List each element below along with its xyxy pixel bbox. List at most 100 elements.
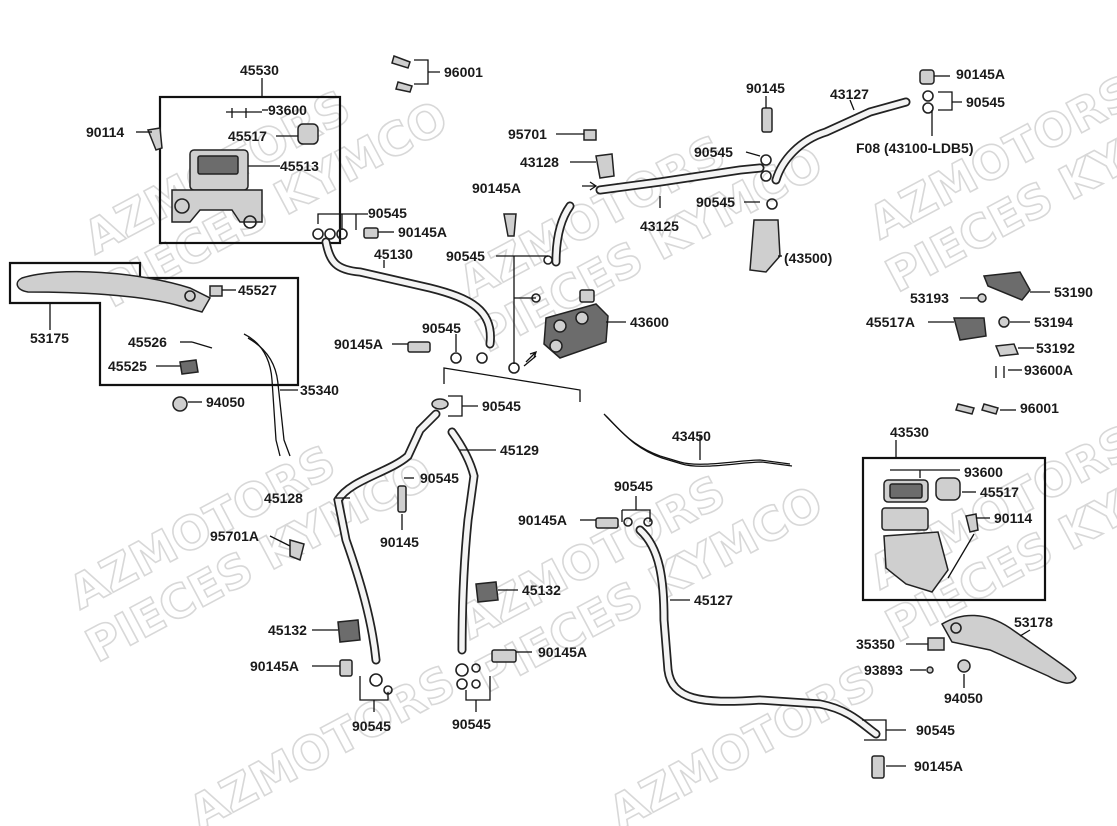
label-90545-f: 90545 [966,94,1005,110]
label-93893: 93893 [864,662,903,678]
label-45132-right: 45132 [522,582,561,598]
nut-94050-left [172,396,188,412]
label-45527: 45527 [238,282,277,298]
label-90545-b: 90545 [422,320,461,336]
label-90145A-b: 90145A [334,336,383,352]
lever-group-box-left [8,261,300,387]
bolt-90145A-top-right [919,69,935,85]
hose-43125 [595,163,765,195]
label-90145A-c: 90145A [472,180,521,196]
master-cylinder-group-box-left [158,95,342,245]
label-45517-left: 45517 [228,128,267,144]
bolt-90114-left [146,127,163,151]
hose-45127 [595,517,885,779]
washers-90545-upper-right [760,90,934,210]
label-45127: 45127 [694,592,733,608]
part-35350 [927,637,945,651]
label-90145A-a: 90145A [398,224,447,240]
label-45130: 45130 [374,246,413,262]
master-cylinder-group-box-right [861,456,1047,602]
label-95701: 95701 [508,126,547,142]
clamp-45132-left [337,619,361,643]
bracket-43128 [595,153,615,179]
part-53190 [982,271,1031,301]
washer-90545-near-45130 [450,352,462,364]
screws-93600-left [226,108,262,118]
label-90114-right: 90114 [994,510,1032,526]
bolt-90145A-lower-left [339,659,353,677]
bolt-90145-middle [397,485,407,513]
bolt-90145A-upper [503,213,517,237]
label-90545-l: 90545 [916,722,955,738]
label-35340: 35340 [300,382,339,398]
brake-lever-53178 [940,614,1077,684]
label-45517A: 45517A [866,314,915,330]
bolt-95701 [583,129,597,141]
label-45132-left: 45132 [268,622,307,638]
label-43600: 43600 [630,314,669,330]
label-43128: 43128 [520,154,559,170]
label-90545-g: 90545 [482,398,521,414]
bolt-95701A [289,539,305,562]
label-F08: F08 (43100-LDB5) [856,140,974,156]
pin-45527 [209,285,223,297]
label-96001-right: 96001 [1020,400,1059,416]
label-53193: 53193 [910,290,949,306]
watermark-line1: AZMOTORS [180,655,464,826]
label-93600A: 93600A [1024,362,1073,378]
label-90145A-h: 90145A [914,758,963,774]
label-94050-right: 94050 [944,690,983,706]
label-45129: 45129 [500,442,539,458]
cable-43450 [603,413,793,467]
label-90145A-f: 90145A [538,644,587,660]
clamp-45132-right [475,581,499,603]
part-53194 [998,316,1010,328]
bolt-90145-upper [761,107,773,133]
bolts-96001-top [391,55,413,93]
label-90545-d: 90545 [694,144,733,160]
label-90145A-g: 90145A [518,512,567,528]
label-43500: (43500) [784,250,832,266]
label-45530: 45530 [240,62,279,78]
part-45525 [179,359,199,375]
part-45526 [191,341,213,349]
hose-45130 [312,228,495,364]
part-53192 [994,343,1020,357]
label-90145-upper: 90145 [746,80,785,96]
label-90545-h: 90545 [420,470,459,486]
label-93600-right: 93600 [964,464,1003,480]
label-53192: 53192 [1036,340,1075,356]
label-90545-i: 90545 [352,718,391,734]
bolt-90114-right [965,513,979,533]
part-93893 [926,666,934,674]
label-90545-j: 90545 [452,716,491,732]
brake-lever-53175 [16,270,212,313]
label-43450: 43450 [672,428,711,444]
label-53190: 53190 [1054,284,1093,300]
label-95701A: 95701A [210,528,259,544]
leader-lines [49,59,1050,767]
label-53175: 53175 [30,330,69,346]
label-43530: 43530 [890,424,929,440]
label-90545-k: 90545 [614,478,653,494]
label-53194: 53194 [1034,314,1073,330]
label-90545-e: 90545 [696,194,735,210]
label-35350: 35350 [856,636,895,652]
label-53178: 53178 [1014,614,1053,630]
part-number-labels: 45530 96001 93600 90114 45517 45513 9054… [30,62,1093,774]
label-90545-a: 90545 [368,205,407,221]
label-90114-left: 90114 [86,124,124,140]
label-90145-middle: 90145 [380,534,419,550]
label-43125: 43125 [640,218,679,234]
hose-45129 [447,427,481,690]
bolt-90145A-near-45130 [363,227,431,353]
label-93600-left: 93600 [268,102,307,118]
hose-connector-small [551,201,575,267]
label-45513: 45513 [280,158,319,174]
label-90145A-e: 90145A [250,658,299,674]
hose-43127 [771,97,911,185]
reservoir-cap-45517-left [297,123,319,145]
switch-wire-35340 [243,333,291,457]
fitting-90545-top [431,398,449,410]
